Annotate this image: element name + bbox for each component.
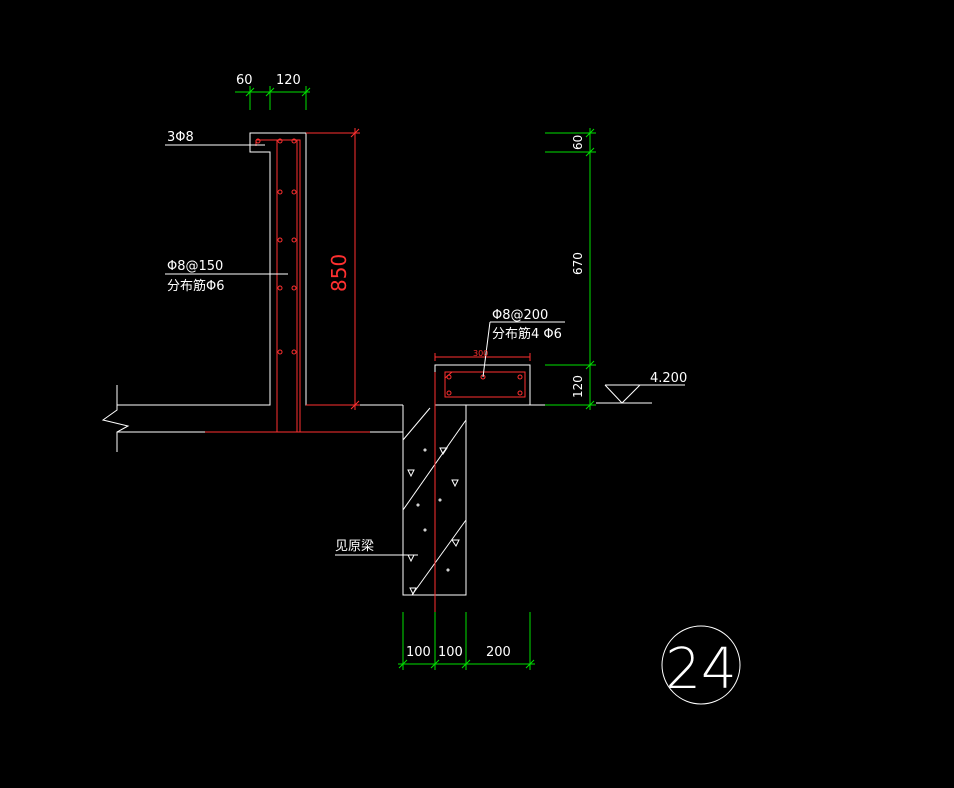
dist-bar-dot	[277, 189, 283, 195]
dim-text-bottom-3: 200	[486, 645, 511, 660]
detail-number: 24	[665, 637, 736, 702]
rebar-layout	[205, 138, 526, 612]
dim-text-wall-height: 850	[327, 254, 351, 292]
label-cap-bars-main: Φ8@200	[492, 308, 548, 323]
dist-bar-dot	[277, 138, 283, 144]
wall-hook	[256, 139, 301, 432]
label-cap-bars-dist: 分布筋4 Φ6	[492, 326, 562, 342]
dist-bar-dot	[255, 138, 261, 144]
dist-bar-dot	[277, 349, 283, 355]
dist-bar-dot	[291, 189, 297, 195]
wall-height-dimension	[306, 128, 360, 410]
dim-text-top-right: 120	[276, 73, 301, 88]
cap-width-dimension	[434, 353, 531, 361]
dim-text-bottom-1: 100	[406, 645, 431, 660]
label-beam: 见原梁	[335, 539, 374, 554]
aggregate-dot	[446, 568, 450, 572]
dimension-lines	[235, 86, 596, 670]
elevation-marker	[604, 384, 642, 404]
aggregate-dot	[438, 498, 442, 502]
beam-outline	[402, 404, 467, 596]
dist-bar-dot	[277, 285, 283, 291]
dist-bar-dot	[291, 349, 297, 355]
cap-bar-dot	[517, 374, 523, 380]
dim-text-right-middle: 670	[571, 252, 585, 275]
detail-number-circle	[661, 625, 741, 705]
cap-stirrup	[444, 371, 526, 398]
dist-bar-dot	[277, 237, 283, 243]
aggregate-dot	[423, 448, 427, 452]
leader-lines	[165, 144, 685, 556]
aggregate-mark	[451, 479, 459, 488]
aggregate-mark	[409, 587, 417, 596]
parapet-wall-outline	[117, 132, 403, 406]
aggregate-mark	[407, 469, 415, 478]
cap-bar-dot	[446, 374, 452, 380]
dist-bar-dot	[291, 285, 297, 291]
dim-text-right-bottom: 120	[571, 375, 585, 398]
dist-bar-dot	[291, 138, 297, 144]
aggregate-mark	[407, 554, 415, 563]
dim-text-cap-width: 300	[473, 349, 488, 358]
cap-bar-dot	[517, 390, 523, 396]
beam-hatch	[402, 407, 431, 441]
label-wall-bars-dist: 分布筋Φ6	[167, 278, 225, 294]
concrete-outline	[101, 132, 545, 596]
aggregate-dot	[423, 528, 427, 532]
cap-bar-dot	[446, 390, 452, 396]
label-elevation: 4.200	[650, 371, 687, 386]
dist-bar-dot	[291, 237, 297, 243]
beam-hatch	[411, 519, 467, 596]
break-line-symbol	[101, 385, 130, 452]
label-wall-bars-main: Φ8@150	[167, 259, 223, 274]
cap-outline	[434, 364, 531, 406]
dim-text-bottom-2: 100	[438, 645, 463, 660]
dim-text-top-left: 60	[236, 73, 253, 88]
aggregate-mark	[439, 447, 448, 455]
aggregate-dot	[416, 503, 420, 507]
aggregate-mark	[451, 539, 460, 547]
label-top-bars: 3Φ8	[167, 130, 194, 145]
dim-text-right-top: 60	[571, 135, 585, 150]
